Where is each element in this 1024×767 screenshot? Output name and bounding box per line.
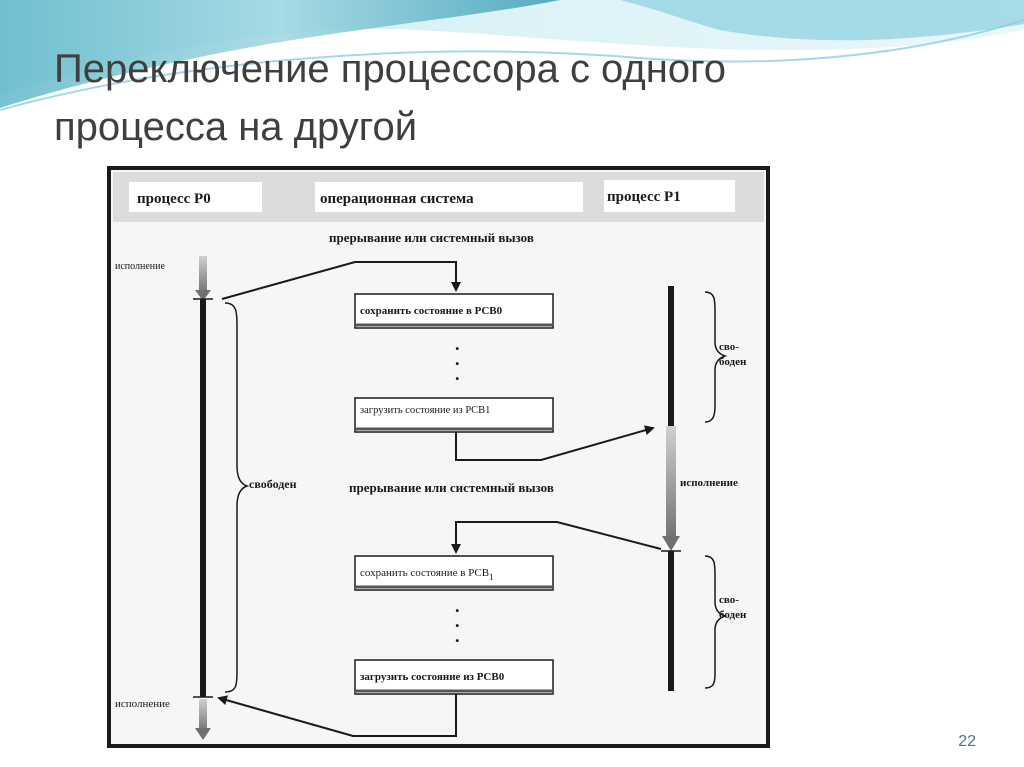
- interrupt-label-top: прерывание или системный вызов: [329, 230, 534, 245]
- box-load-pcb1-label: загрузить состояние из PCB1: [360, 405, 490, 416]
- slide-title-line-2: процесса на другой: [54, 105, 418, 149]
- diagram-frame: [107, 166, 770, 748]
- ellipsis-dot-5: .: [455, 611, 460, 631]
- box-save-pcb1-text: сохранить состояние в PCB: [360, 567, 489, 579]
- p1-exec-bar: [666, 426, 676, 541]
- header-wave-line: [0, 19, 1024, 111]
- arrow-load-pcb1-to-p1: [455, 425, 655, 461]
- box-load-pcb0-label: загрузить состояние из PCB0: [360, 671, 505, 683]
- p1-free-top-label-2: боден: [719, 356, 747, 368]
- p0-free-brace: [224, 302, 250, 693]
- ellipsis-dot-3: .: [455, 364, 460, 384]
- box-save-pcb0: [354, 293, 554, 329]
- p0-free-line: [200, 299, 206, 697]
- ellipsis-dot-4: .: [455, 596, 460, 616]
- p1-free-top-brace: [704, 291, 728, 423]
- p1-free-bottom-label-1: сво-: [719, 594, 739, 606]
- header-p0-label: процесс P0: [137, 191, 211, 207]
- header-wave-right: [620, 0, 1024, 41]
- p0-exec-bottom-label: исполнение: [115, 698, 170, 710]
- p1-free-top-label-1: сво-: [719, 341, 739, 353]
- p1-free-bottom-line: [668, 551, 674, 691]
- p0-free-label: свободен: [249, 477, 297, 491]
- process-switch-diagram: процесс P0 операционная система процесс …: [107, 166, 770, 748]
- ellipsis-dot-2: .: [455, 349, 460, 369]
- header-p1-label: процесс P1: [607, 189, 681, 205]
- header-p1-box: [604, 180, 735, 212]
- box-load-pcb0: [354, 659, 554, 695]
- header-p0-box: [129, 182, 262, 212]
- interrupt-label-mid: прерывание или системный вызов: [349, 480, 554, 495]
- arrow-p1-to-save-pcb1: [451, 521, 662, 554]
- box-load-pcb1: [354, 397, 554, 433]
- p1-free-bottom-label-2: боден: [719, 609, 747, 621]
- header-os-box: [315, 182, 583, 212]
- ellipsis-dot-6: .: [455, 626, 460, 646]
- box-save-pcb0-label: сохранить состояние в PCB0: [360, 305, 503, 317]
- p0-exec-top-bar: [199, 256, 207, 294]
- box-save-pcb1-subscript: 1: [489, 572, 494, 582]
- box-save-pcb1: [354, 555, 554, 591]
- header-os-label: операционная система: [320, 191, 474, 207]
- box-save-pcb1-label: сохранить состояние в PCB1: [360, 567, 494, 582]
- p0-exec-bottom-arrowhead: [195, 728, 211, 740]
- header-wave-teal: [0, 0, 560, 108]
- slide-number: 22: [958, 733, 976, 750]
- p0-exec-top-arrowhead: [195, 290, 211, 301]
- p1-free-top-line: [668, 286, 674, 426]
- p0-exec-top-label: исполнение: [115, 261, 165, 272]
- p1-exec-label: исполнение: [680, 477, 738, 489]
- ellipsis-dot-1: .: [455, 334, 460, 354]
- p1-free-bottom-brace: [704, 555, 728, 689]
- slide-title-line-1: Переключение процессора с одного: [54, 47, 727, 91]
- arrow-load-pcb0-to-p0: [217, 694, 457, 737]
- slide-title: Переключение процессора с одного процесс…: [54, 40, 954, 156]
- diagram-svg: процесс P0 операционная система процесс …: [107, 166, 770, 748]
- p1-exec-arrowhead: [662, 536, 680, 551]
- arrow-p0-to-save-pcb0: [221, 261, 461, 300]
- p0-exec-bottom-bar: [199, 699, 207, 732]
